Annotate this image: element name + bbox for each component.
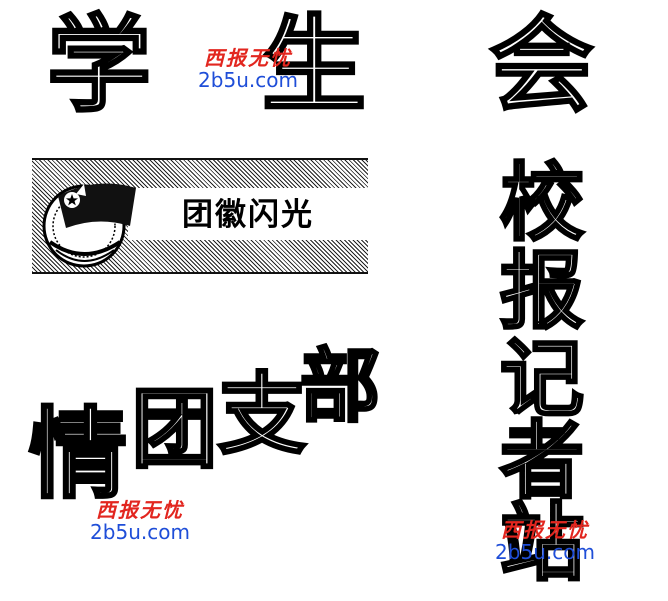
big-char: 报 [498, 242, 585, 340]
league-emblem-icon [42, 183, 136, 268]
heading-student-union: 学 生 会 [14, 6, 654, 124]
heading-char: 学 [45, 4, 152, 126]
heading-char: 生 [260, 4, 367, 126]
big-char: 支 [217, 363, 308, 466]
emblem-banner: 团徽闪光 [32, 158, 368, 274]
heading-char: 会 [488, 4, 595, 126]
big-char: 情 [27, 398, 128, 512]
big-char: 部 [299, 340, 382, 433]
big-char: 团 [130, 380, 219, 480]
banner-strip [128, 188, 368, 240]
banner-title: 团徽闪光 [182, 197, 314, 233]
big-char: 记 [498, 330, 585, 428]
big-char: 站 [498, 494, 585, 592]
big-char: 校 [498, 154, 585, 252]
big-char: 者 [498, 412, 585, 510]
